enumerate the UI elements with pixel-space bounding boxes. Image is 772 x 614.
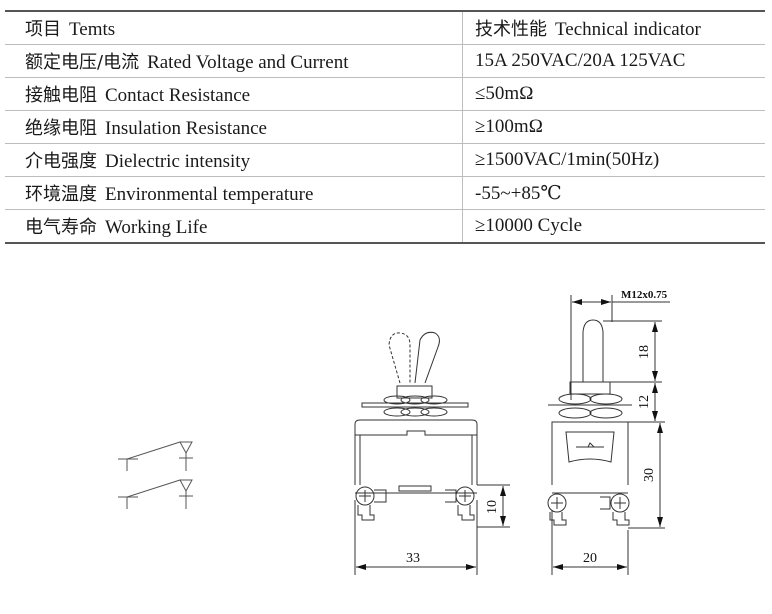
table-row: 环境温度 Environmental temperature -55~+85℃	[5, 176, 765, 210]
row-label-en: Working Life	[105, 217, 208, 238]
row-label-en: Rated Voltage and Current	[147, 52, 349, 73]
body	[551, 421, 629, 494]
bushing	[569, 381, 611, 395]
body	[354, 419, 478, 494]
header-item-zh: 项目	[25, 19, 61, 40]
table-row: 电气寿命 Working Life ≥10000 Cycle	[5, 209, 765, 244]
screw-terminal-right	[600, 493, 630, 526]
circuit-schematic	[118, 441, 193, 509]
row-value: ≥10000 Cycle	[462, 209, 765, 244]
bushing	[396, 385, 433, 399]
spec-table: 项目 Temts 技术性能 Technical indicator 额定电压/电流 R…	[5, 10, 765, 244]
dim-depth-label: 20	[583, 551, 597, 566]
row-label-zh: 绝缘电阻	[25, 118, 97, 139]
row-label-zh: 接触电阻	[25, 85, 97, 106]
table-row: 介电强度 Dielectric intensity ≥1500VAC/1min(5…	[5, 143, 765, 177]
table-header: 项目 Temts 技术性能 Technical indicator	[5, 10, 765, 45]
switch-pole-2	[118, 479, 193, 509]
mounting-plate	[361, 402, 469, 408]
switch-pole-1	[118, 441, 193, 471]
screw-terminal-right	[445, 486, 475, 521]
dim-lever-label: 18	[637, 345, 652, 359]
header-value-en: Technical indicator	[555, 19, 701, 40]
table-row: 接触电阻 Contact Resistance ≤50mΩ	[5, 77, 765, 111]
dim-terminal-label: 10	[485, 500, 500, 514]
lever-alt-position	[388, 332, 411, 384]
switch-side-view	[547, 295, 670, 575]
row-label-zh: 环境温度	[25, 184, 97, 205]
row-value: 15A 250VAC/20A 125VAC	[462, 44, 765, 78]
switch-front-view	[354, 331, 510, 575]
screw-terminal-left	[355, 486, 387, 521]
header-item-en: Temts	[69, 19, 116, 40]
row-label-zh: 电气寿命	[25, 217, 97, 238]
dim-body-height-label: 30	[642, 468, 657, 482]
dim-bushing-label: 12	[637, 395, 652, 409]
lever	[414, 331, 440, 384]
header-value-zh: 技术性能	[475, 19, 547, 40]
row-value: -55~+85℃	[462, 176, 765, 210]
thread-label: M12x0.75	[621, 289, 668, 301]
table-row: 绝缘电阻 Insulation Resistance ≥100mΩ	[5, 110, 765, 144]
row-value: ≤50mΩ	[462, 77, 765, 111]
row-label-en: Dielectric intensity	[105, 151, 251, 172]
dim-width-label: 33	[406, 551, 420, 566]
row-label-zh: 额定电压/电流	[25, 52, 140, 73]
row-value: ≥1500VAC/1min(50Hz)	[462, 143, 765, 177]
lever	[582, 319, 604, 382]
row-label-en: Insulation Resistance	[105, 118, 267, 139]
row-label-en: Environmental temperature	[105, 184, 314, 205]
row-label-en: Contact Resistance	[105, 85, 251, 106]
table-row: 额定电压/电流 Rated Voltage and Current 15A 250…	[5, 44, 765, 78]
row-label-zh: 介电强度	[25, 151, 97, 172]
row-value: ≥100mΩ	[462, 110, 765, 144]
screw-terminal-left	[547, 493, 567, 526]
